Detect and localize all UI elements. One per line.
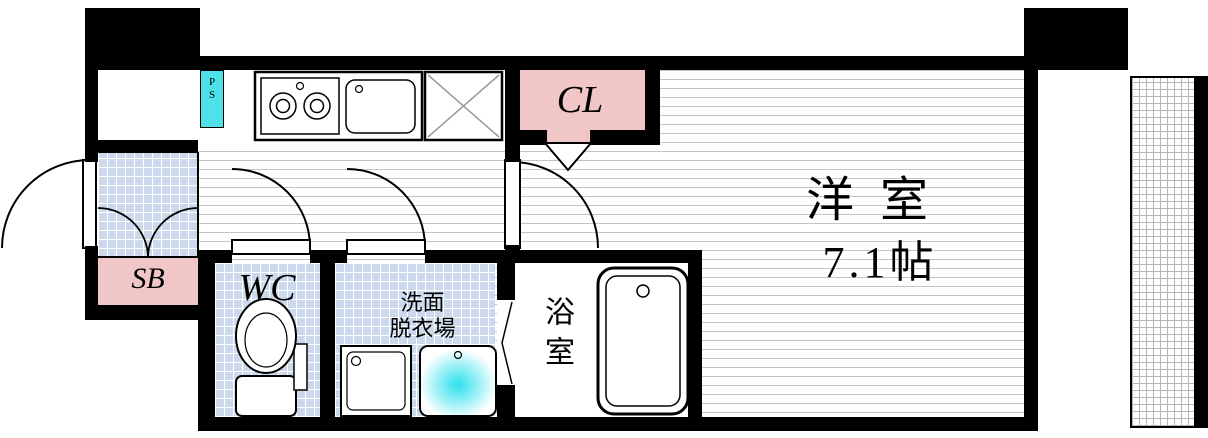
wall-closet-left [505, 70, 520, 162]
pipe-space-label: P S [200, 76, 224, 102]
shoe-box-area [98, 258, 198, 305]
wall-shoebox-bottom [85, 305, 215, 320]
wall-left-lower [85, 246, 98, 320]
balcony-area [1130, 76, 1196, 428]
washroom-label-line1: 洗面 [400, 290, 445, 315]
pipe-space-label-line2: S [208, 89, 216, 101]
wall-closet-right [645, 70, 660, 145]
shoe-box-label: SB [131, 262, 165, 295]
wall-top [198, 56, 1024, 70]
toilet-label: WC [238, 267, 296, 309]
wall-closet-bottom-a [505, 130, 547, 145]
pipe-space-box [200, 70, 224, 128]
wall-lower-top-b [310, 250, 347, 263]
wall-right [1024, 70, 1038, 417]
wall-toilet-left [198, 250, 215, 417]
wall-washroom-bath-lower [497, 385, 515, 417]
wall-top-right-block [1024, 8, 1128, 70]
wall-lower-top-c [425, 250, 702, 263]
entrance-step-line [197, 152, 199, 258]
main-room-label: 洋室 7.1帖 [740, 170, 1020, 294]
pipe-space-label-line1: P [208, 76, 216, 88]
entrance-floor [98, 152, 198, 258]
wall-closet-bottom-b [590, 130, 660, 145]
closet-label: CL [556, 79, 604, 121]
wall-bottom [198, 417, 1038, 431]
shoe-box-top-line [98, 256, 198, 258]
wall-balcony-right [1196, 76, 1208, 428]
main-room-size: 7.1帖 [822, 238, 938, 287]
wall-bath-right [688, 250, 702, 417]
wall-left-upper [85, 70, 98, 162]
kitchen-floor [198, 70, 505, 145]
entrance-door-icon [1, 159, 97, 249]
washroom-label: 洗面 脱衣場 [370, 290, 475, 342]
wall-room-door-jamb [505, 245, 520, 263]
wall-top-left-block [85, 8, 200, 70]
washroom-label-line2: 脱衣場 [389, 316, 456, 341]
main-room-name: 洋室 [805, 174, 954, 227]
bathroom-label: 浴室 [540, 296, 573, 376]
wall-toilet-right [320, 250, 335, 417]
wall-entrance-top [98, 140, 198, 153]
wall-lower-top-a [198, 250, 232, 263]
